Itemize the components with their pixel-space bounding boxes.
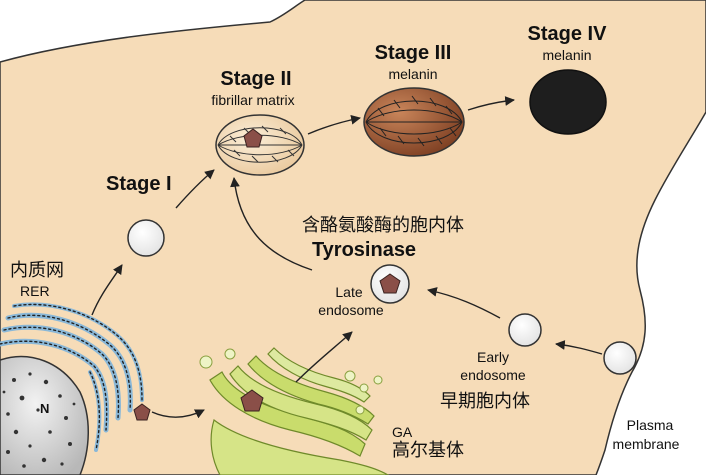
tyrosinase-pentagon: [133, 403, 151, 421]
arrow-er-to-golgi: [151, 409, 205, 419]
early-label: Early: [477, 349, 509, 365]
stage2-sublabel: fibrillar matrix: [211, 92, 295, 108]
stage4-label: Stage IV: [527, 23, 607, 45]
arrow-er-to-stage1: [91, 264, 123, 316]
early-endosome-label: endosome: [460, 367, 526, 383]
stage3-sublabel: melanin: [388, 66, 438, 82]
golgi-vesicles: [199, 348, 383, 415]
rough-er: [0, 302, 144, 452]
arrow-stage3-to-stage4: [467, 96, 515, 111]
stage1-vesicle: [127, 219, 165, 257]
tyrosinase-pentagon: [379, 273, 401, 294]
stage3-melanosome: [363, 87, 465, 157]
rer-label: RER: [20, 283, 50, 299]
plasma-label: Plasma: [626, 417, 674, 433]
arrow-early-to-late-endosome: [427, 287, 501, 319]
early-endosome: [508, 313, 542, 347]
pathway-arrows: [91, 96, 603, 419]
stage1-label: Stage I: [106, 173, 172, 195]
er-cn-label: 内质网: [10, 260, 64, 281]
stage3-label: Stage III: [374, 42, 452, 64]
stage2-label: Stage II: [220, 68, 292, 90]
nucleus: [0, 355, 89, 475]
late-label: Late: [335, 284, 363, 300]
golgi-cn-label: 高尔基体: [392, 440, 464, 461]
stage4-melanosome: [529, 69, 607, 135]
arrow-golgi-to-late-endosome: [295, 331, 353, 383]
ga-label: GA: [392, 424, 413, 440]
early-endosome-cn-label: 早期胞内体: [440, 391, 530, 412]
late-endosome-label: endosome: [318, 302, 384, 318]
stage4-sublabel: melanin: [542, 47, 592, 63]
plasma-membrane-vesicle: [603, 341, 637, 375]
arrow-stage1-to-stage2: [175, 169, 215, 209]
membrane-label: membrane: [612, 436, 680, 452]
tyrosinase-endosome-cn-label: 含酪氨酸酶的胞内体: [302, 215, 464, 236]
tyrosinase-pentagon: [240, 389, 264, 412]
tyrosinase-label: Tyrosinase: [311, 239, 417, 261]
tyrosinase-pentagon: [243, 128, 263, 148]
golgi-apparatus: [209, 347, 390, 475]
nucleus-label: N: [40, 401, 50, 416]
arrow-stage2-to-stage3: [307, 114, 361, 135]
arrow-membrane-to-early-endosome: [555, 340, 603, 355]
tyrosinase-markers: [133, 128, 401, 421]
arrow-late-endosome-to-stage2: [230, 177, 313, 271]
